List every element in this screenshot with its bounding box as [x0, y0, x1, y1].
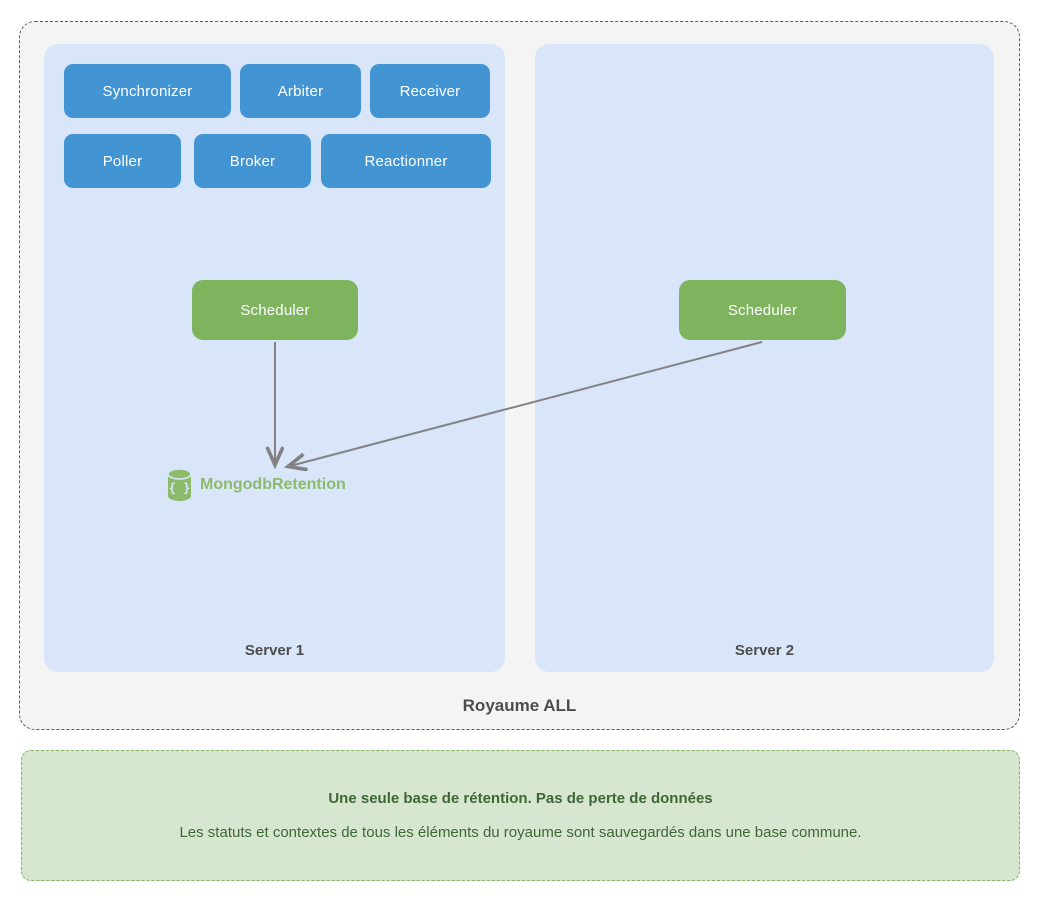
- server-2-label: Server 2: [734, 642, 795, 659]
- server-2-panel: Scheduler Server 2: [535, 44, 994, 672]
- note-box: Une seule base de rétention. Pas de pert…: [21, 750, 1020, 881]
- database-icon: { }: [166, 468, 193, 502]
- daemon-box-receiver: Receiver: [370, 64, 490, 118]
- note-body: Les statuts et contextes de tous les élé…: [179, 824, 862, 841]
- server-1-label: Server 1: [244, 642, 305, 659]
- mongodb-retention: { } MongodbRetention: [166, 468, 346, 502]
- scheduler-box-server2: Scheduler: [679, 280, 846, 340]
- server-1-panel: Synchronizer Arbiter Receiver Poller Bro…: [44, 44, 505, 672]
- scheduler-box-server1: Scheduler: [192, 280, 358, 340]
- note-title: Une seule base de rétention. Pas de pert…: [328, 790, 713, 807]
- daemon-box-reactionner: Reactionner: [321, 134, 491, 188]
- mongodb-retention-label: MongodbRetention: [200, 476, 346, 493]
- daemon-box-broker: Broker: [194, 134, 311, 188]
- daemon-box-poller: Poller: [64, 134, 181, 188]
- kingdom-label: Royaume ALL: [462, 696, 577, 715]
- daemon-box-synchronizer: Synchronizer: [64, 64, 231, 118]
- daemon-box-arbiter: Arbiter: [240, 64, 361, 118]
- kingdom-container: Synchronizer Arbiter Receiver Poller Bro…: [19, 21, 1020, 730]
- braces-glyph: { }: [169, 481, 191, 495]
